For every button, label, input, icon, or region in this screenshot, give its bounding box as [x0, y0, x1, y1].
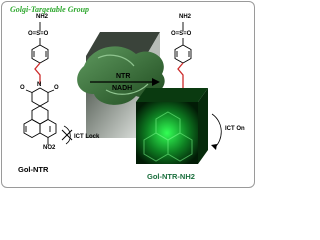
right-molecule-name: Gol-NTR-NH2: [147, 172, 195, 181]
left-carbonyl-top-label: O: [54, 85, 59, 91]
right-amine-label: NH2: [179, 14, 192, 20]
ict-lock-label: ICT Lock: [74, 134, 100, 140]
left-molecule-name: Gol-NTR: [18, 165, 49, 174]
enzyme-label: NTR: [116, 73, 131, 80]
cofactor-label: NADH: [112, 85, 133, 92]
figure-title: Golgi-Targetable Group: [10, 5, 90, 14]
left-molecule-structure: [23, 22, 73, 145]
fluorescence-cube: [136, 88, 208, 164]
left-carbonyl-bottom-label: O: [20, 85, 25, 91]
reaction-arrow: [90, 78, 160, 86]
ict-on-label: ICT On: [225, 126, 245, 132]
right-molecule-structure: [174, 22, 222, 150]
figure-graphics: [23, 22, 222, 164]
left-sulfonyl-label: O=S=O: [28, 31, 49, 37]
right-sulfonyl-label: O=S=O: [171, 31, 192, 37]
left-amine-label: NH2: [36, 14, 49, 20]
figure-frame: Golgi-Targetable Group NH2 O=S=O N O O N…: [1, 1, 255, 188]
left-nitro-label: NO2: [43, 145, 56, 151]
left-nitrogen-label: N: [37, 82, 42, 88]
ntr-enzyme-shape: [77, 46, 165, 105]
